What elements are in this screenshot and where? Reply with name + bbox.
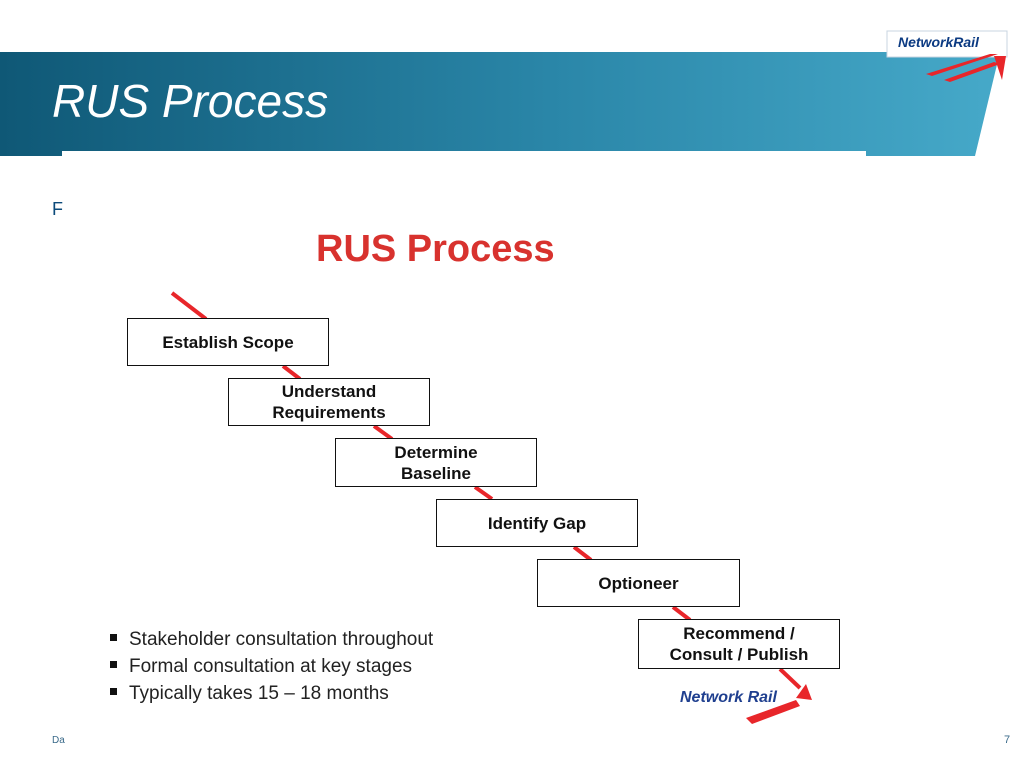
- bullet-icon: [110, 661, 117, 669]
- page-title: RUS Process: [52, 75, 329, 127]
- diagram-title: RUS Process: [316, 228, 555, 270]
- connector-line-4: [572, 545, 593, 562]
- footer-logo-text: Network Rail: [680, 689, 777, 706]
- header-divider: [62, 151, 866, 156]
- connector-line-5: [671, 605, 692, 622]
- header-background: [0, 52, 1000, 156]
- connector-line-0: [170, 291, 208, 321]
- step-box-determine-baseline: Determine Baseline: [335, 438, 537, 487]
- step-box-understand-requirements: Understand Requirements: [228, 378, 430, 426]
- step-box-recommend-consult-publish: Recommend / Consult / Publish: [638, 619, 840, 669]
- step-box-establish-scope: Establish Scope: [127, 318, 329, 366]
- note-item: Formal consultation at key stages: [110, 653, 433, 680]
- footer-logo-swoosh-icon: [746, 700, 800, 724]
- note-text: Formal consultation at key stages: [129, 656, 413, 677]
- connector-line-3: [473, 485, 494, 501]
- note-item: Stakeholder consultation throughout: [110, 626, 433, 653]
- bullet-icon: [110, 634, 117, 642]
- arrow-head-icon: [796, 684, 812, 700]
- note-text: Stakeholder consultation throughout: [129, 629, 434, 650]
- connector-line-2: [372, 424, 394, 441]
- connector-line-1: [281, 364, 302, 381]
- notes-list: Stakeholder consultation throughout Form…: [110, 626, 433, 707]
- note-item: Typically takes 15 – 18 months: [110, 680, 433, 707]
- step-box-optioneer: Optioneer: [537, 559, 740, 607]
- header-band: [0, 52, 1000, 156]
- step-box-identify-gap: Identify Gap: [436, 499, 638, 547]
- network-rail-logo-icon: [886, 30, 1008, 82]
- bullet-icon: [110, 688, 117, 696]
- page-number: 7: [1004, 734, 1011, 746]
- connector-line-6: [778, 667, 802, 690]
- footer-text-fragment: Da: [52, 735, 65, 746]
- note-text: Typically takes 15 – 18 months: [129, 683, 389, 704]
- logo-text: NetworkRail: [898, 34, 979, 50]
- body-text-fragment: F: [52, 199, 63, 219]
